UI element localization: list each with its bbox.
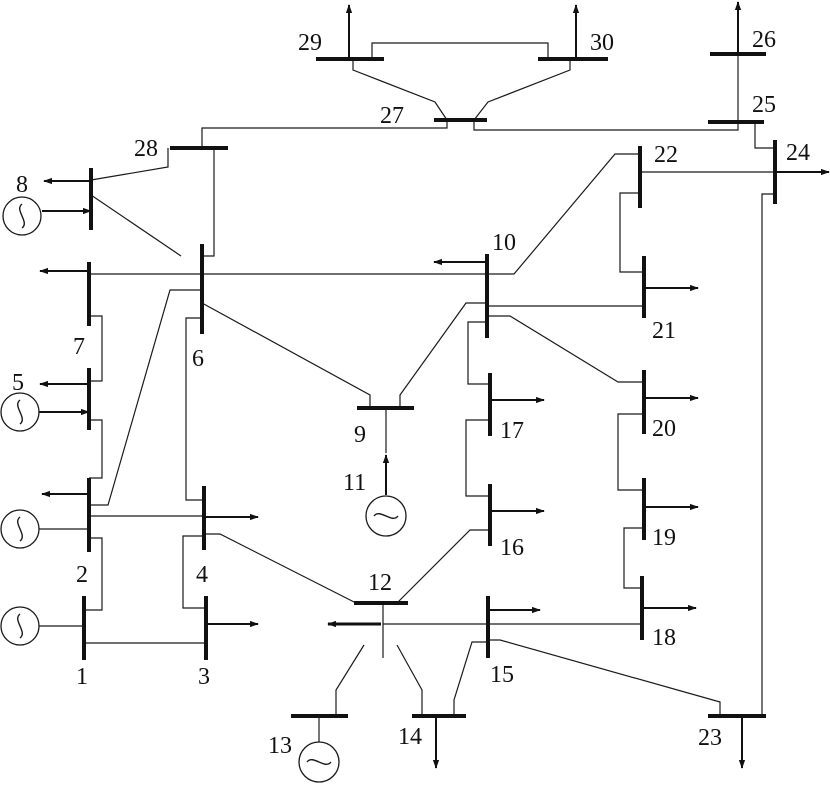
line-24-25 xyxy=(754,122,775,149)
line-19-20 xyxy=(617,413,644,491)
bus-label-25: 25 xyxy=(752,92,776,118)
line-6-28 xyxy=(202,148,215,257)
line-9-10 xyxy=(399,302,487,408)
bus-label-9: 9 xyxy=(354,422,366,448)
line-4-12 xyxy=(204,533,357,604)
bus-label-18: 18 xyxy=(652,625,676,651)
bus-label-8: 8 xyxy=(16,172,28,198)
bus-labels: 1 2 3 4 5 6 7 8 9 10 11 12 13 14 15 16 1… xyxy=(12,27,810,759)
bus-label-15: 15 xyxy=(490,662,514,688)
bus-label-12: 12 xyxy=(368,570,392,596)
line-12-14 xyxy=(396,644,423,716)
bus-label-27: 27 xyxy=(380,103,404,129)
line-18-19 xyxy=(623,527,644,589)
generator-bus-1 xyxy=(0,606,84,646)
generator-bus-11 xyxy=(365,454,407,537)
line-14-15 xyxy=(453,641,488,716)
bus-label-11: 11 xyxy=(343,470,366,496)
loads xyxy=(39,1,830,769)
line-23-24 xyxy=(761,193,775,716)
line-25-27 xyxy=(473,120,739,131)
line-6-9 xyxy=(201,302,371,408)
bus-label-16: 16 xyxy=(500,535,524,561)
bus-label-1: 1 xyxy=(76,664,88,690)
line-10-17 xyxy=(467,321,490,385)
transmission-lines xyxy=(84,42,775,716)
bus-label-13: 13 xyxy=(268,733,292,759)
bus-label-20: 20 xyxy=(652,416,676,442)
bus-label-22: 22 xyxy=(654,142,678,168)
line-5-7 xyxy=(89,315,103,382)
bus-label-5: 5 xyxy=(12,370,24,396)
line-1-2 xyxy=(84,537,103,611)
line-8-28 xyxy=(90,148,169,181)
line-12-16 xyxy=(396,529,490,604)
line-4-6 xyxy=(185,317,204,501)
generator-bus-13 xyxy=(298,716,340,783)
line-27-29 xyxy=(352,59,448,121)
bus-label-14: 14 xyxy=(398,724,422,750)
generator-bus-2 xyxy=(0,509,89,549)
line-27-30 xyxy=(473,59,571,121)
bus-label-29: 29 xyxy=(298,30,322,56)
line-2-6 xyxy=(89,289,202,506)
line-10-20 xyxy=(487,315,644,383)
line-3-4 xyxy=(182,535,206,609)
bus-label-28: 28 xyxy=(134,136,158,162)
line-2-5 xyxy=(89,419,103,479)
bus-label-24: 24 xyxy=(786,140,810,166)
line-16-17 xyxy=(465,419,490,497)
generators xyxy=(0,196,407,783)
line-21-22 xyxy=(619,192,644,273)
bus-label-30: 30 xyxy=(590,30,614,56)
bus-label-2: 2 xyxy=(76,562,88,588)
bus-label-4: 4 xyxy=(196,562,208,588)
line-6-8 xyxy=(90,194,182,257)
bus-label-23: 23 xyxy=(698,725,722,751)
line-10-22 xyxy=(487,153,640,275)
line-12-13-feed xyxy=(335,644,365,716)
bus-label-26: 26 xyxy=(752,27,776,53)
bus-bars xyxy=(82,52,777,718)
line-29-30 xyxy=(371,42,549,59)
bus-label-17: 17 xyxy=(500,418,524,444)
bus-label-21: 21 xyxy=(652,318,676,344)
bus-label-7: 7 xyxy=(73,334,85,360)
line-27-28 xyxy=(201,120,448,148)
bus-label-19: 19 xyxy=(652,525,676,551)
bus-label-10: 10 xyxy=(492,230,516,256)
generator-bus-8 xyxy=(2,196,92,236)
line-15-23 xyxy=(488,639,721,716)
generator-bus-5 xyxy=(0,392,90,432)
bus-label-3: 3 xyxy=(198,664,210,690)
bus-label-6: 6 xyxy=(192,346,204,372)
